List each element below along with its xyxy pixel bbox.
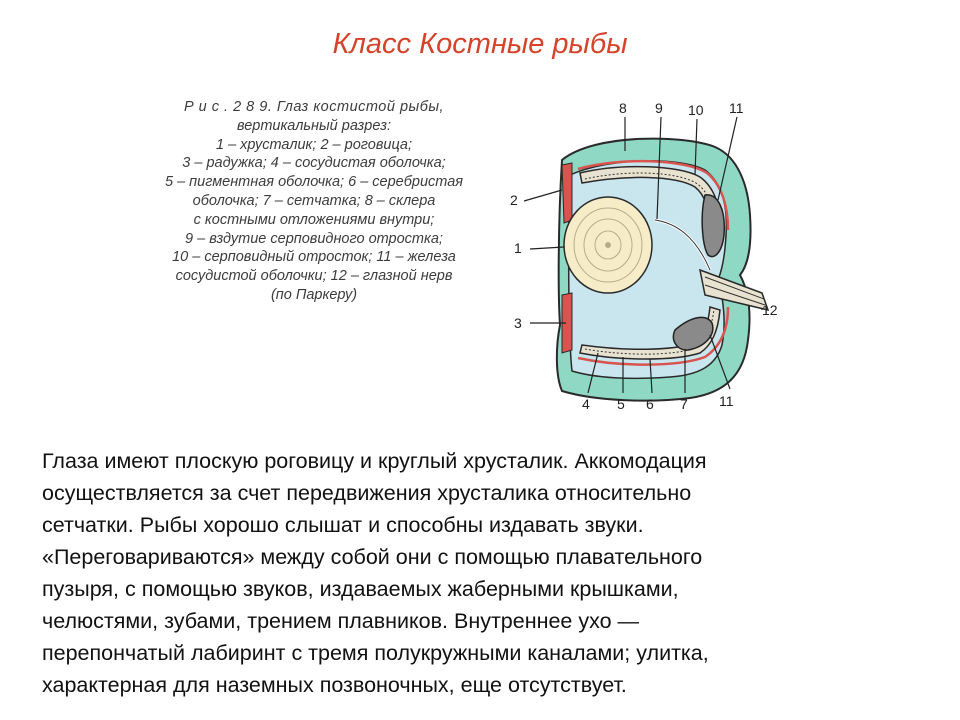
- slide-title: Класс Костные рыбы: [332, 28, 628, 60]
- body-line: пузыря, с помощью звуков, издаваемых жаб…: [42, 577, 679, 601]
- caption-line: 5 – пигментная оболочка; 6 – серебристая: [164, 174, 463, 191]
- body-paragraph: Глаза имеют плоскую роговицу и круглый х…: [42, 445, 932, 701]
- caption-line: 10 – серповидный отросток; 11 – железа: [172, 249, 456, 266]
- caption-line: (по Паркеру): [270, 286, 358, 303]
- label-12: 12: [762, 302, 778, 318]
- label-2: 2: [510, 192, 518, 208]
- body-line: характерная для наземных позвоночных, ещ…: [42, 673, 627, 697]
- body-line: сетчатки. Рыбы хорошо слышат и способны …: [42, 513, 644, 537]
- caption-line: Р и с . 2 8 9. Глаз костистой рыбы,: [183, 99, 445, 115]
- label-7: 7: [680, 396, 688, 412]
- caption-line: с костными отложениями внутри;: [193, 211, 435, 228]
- label-6: 6: [646, 396, 654, 412]
- fish-eye-diagram: 8 9 10 11 2 1 12 3 4 5 6 7 11: [510, 100, 778, 412]
- label-9: 9: [655, 100, 663, 116]
- choroid-gland-bottom: [672, 316, 714, 351]
- body-line: Глаза имеют плоскую роговицу и круглый х…: [42, 449, 707, 473]
- body-line: «Переговариваются» между собой они с пом…: [42, 545, 703, 569]
- label-5: 5: [617, 396, 625, 412]
- choroid-gland-top: [701, 194, 726, 258]
- iris-bottom: [561, 292, 573, 354]
- caption-line: оболочка; 7 – сетчатка; 8 – склера: [192, 192, 436, 209]
- label-11-top: 11: [729, 100, 744, 116]
- body-line: перепончатый лабиринт с тремя полукружны…: [42, 641, 709, 665]
- label-11-bottom: 11: [719, 393, 734, 409]
- caption-line: 9 – вздутие серповидного отростка;: [185, 230, 443, 247]
- caption-line: 3 – радужка; 4 – сосудистая оболочка;: [182, 155, 446, 172]
- body-line: осуществляется за счет передвижения хрус…: [42, 481, 692, 505]
- label-3: 3: [514, 315, 522, 331]
- label-4: 4: [582, 396, 590, 412]
- label-1: 1: [514, 240, 522, 256]
- caption-line: сосудистой оболочки; 12 – глазной нерв: [175, 268, 453, 285]
- iris-top: [561, 162, 573, 224]
- caption-line: вертикальный разрез:: [236, 117, 392, 134]
- figure-caption: Р и с . 2 8 9. Глаз костистой рыбы, верт…: [128, 98, 500, 305]
- label-8: 8: [619, 100, 627, 116]
- body-line: челюстями, зубами, трением плавников. Вн…: [42, 609, 640, 633]
- label-10: 10: [688, 102, 704, 118]
- caption-line: 1 – хрусталик; 2 – роговица;: [215, 136, 413, 153]
